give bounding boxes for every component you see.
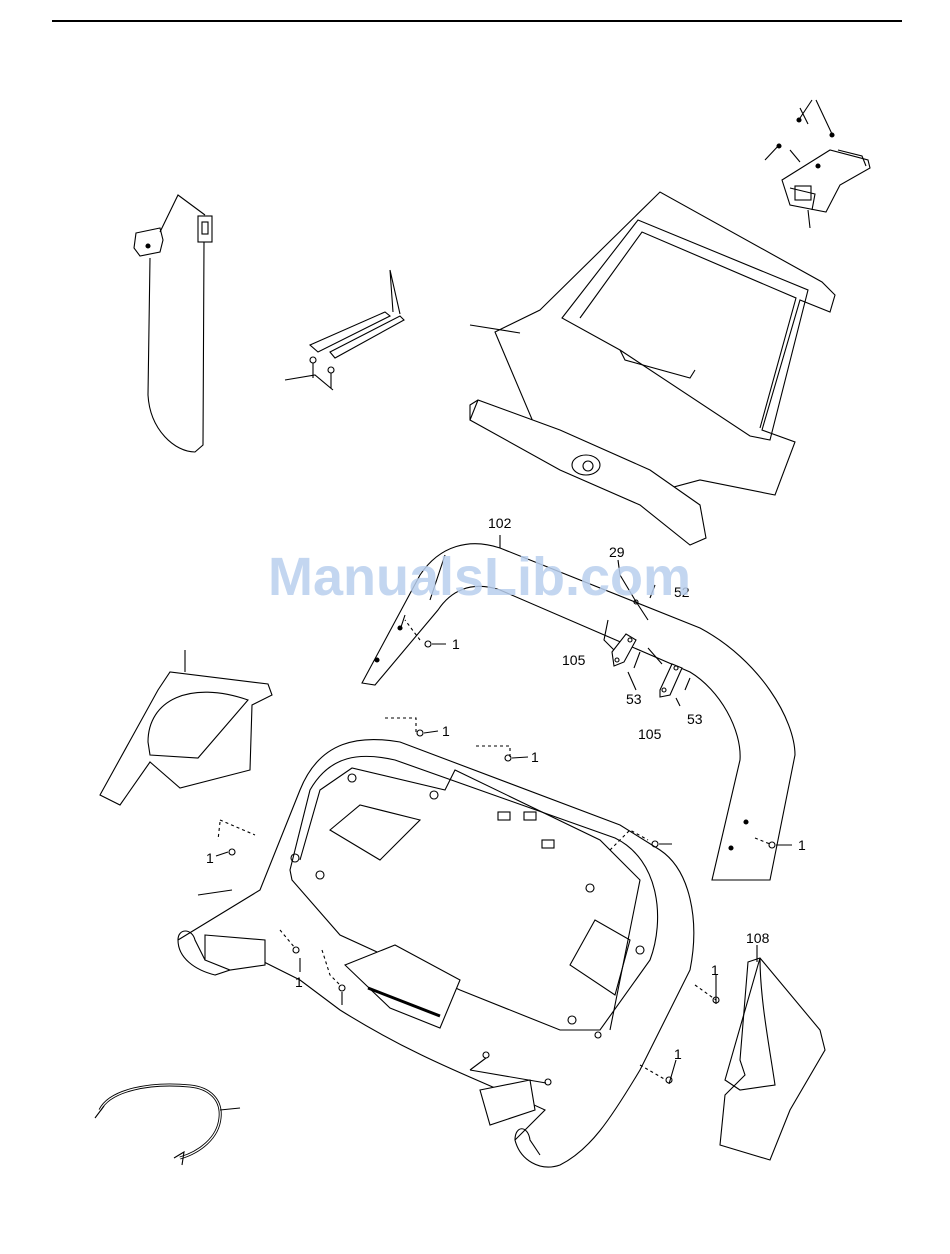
- console-bracket: [765, 100, 870, 228]
- callout-53-left: 53: [626, 691, 642, 707]
- callout-1-lower-right: 1: [711, 962, 719, 978]
- callout-1-upright: 1: [452, 636, 460, 652]
- callout-102: 102: [488, 515, 511, 531]
- safety-key-clip: [134, 195, 212, 452]
- rod-assembly: [285, 270, 520, 390]
- console-cover: [470, 192, 835, 545]
- callout-105-right: 105: [638, 726, 661, 742]
- callout-108: 108: [746, 930, 769, 946]
- wire-harness: [95, 1085, 240, 1165]
- watermark-text: ManualsLib.com: [268, 546, 691, 608]
- callout-1-top-left: 1: [442, 723, 450, 739]
- left-side-cover: [100, 650, 272, 805]
- handrail-frame: [178, 739, 694, 1167]
- callout-1-right-upright: 1: [798, 837, 806, 853]
- callout-53-right: 53: [687, 711, 703, 727]
- callout-1-lower-left: 1: [295, 974, 303, 990]
- callout-1-bottom-right: 1: [674, 1046, 682, 1062]
- callout-105-left: 105: [562, 652, 585, 668]
- callout-1-left: 1: [206, 850, 214, 866]
- right-side-cover: [720, 945, 825, 1160]
- callout-1-top-center: 1: [531, 749, 539, 765]
